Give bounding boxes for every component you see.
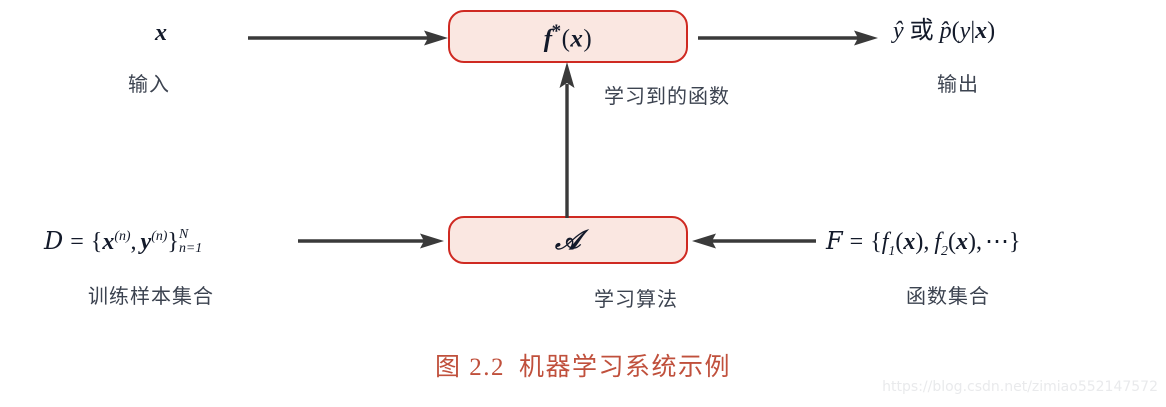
functionset-f1-subscript: 1: [888, 243, 896, 259]
dataset-sup-N: N: [178, 227, 189, 242]
glyph-star: *: [551, 20, 562, 42]
caption-number: 图 2.2: [434, 354, 505, 381]
functionset-f1-paren-close: ): [915, 229, 924, 255]
dataset-symbol-D: D: [44, 227, 64, 256]
arrow-algorithm-to-function: [559, 62, 575, 218]
node-learning-algorithm-box: 𝒜: [448, 216, 688, 264]
dataset-comma: ,: [130, 229, 137, 256]
input-symbol-x: x: [155, 20, 167, 46]
node-learned-function-box: f*(x): [448, 10, 688, 63]
term-functionset-symbol: F={f1(x),f2(x),⋯}: [826, 227, 1021, 258]
functionset-f1-arg: x: [903, 229, 916, 255]
dataset-symbol-y: y: [140, 229, 152, 256]
dataset-eq: =: [70, 229, 84, 256]
dataset-brace-close: }: [167, 229, 179, 256]
arrow-input-to-function: [248, 30, 448, 46]
dataset-x-superscript: (n): [114, 229, 131, 245]
glyph-x: x: [570, 25, 584, 53]
output-pipe: |: [970, 18, 976, 44]
label-output: 输出: [937, 72, 979, 96]
functionset-f1: f: [881, 229, 889, 255]
functionset-f2: f: [934, 229, 942, 255]
node-learning-algorithm-label: 𝒜: [554, 224, 582, 255]
arrow-function-to-output: [698, 30, 878, 46]
label-functionset: 函数集合: [906, 284, 990, 308]
glyph-args-open: (: [561, 25, 571, 53]
functionset-eq: =: [849, 229, 864, 255]
functionset-f1-paren-open: (: [895, 229, 904, 255]
functionset-brace-open: {: [870, 229, 882, 255]
output-symbol-x: x: [975, 18, 988, 44]
output-symbol-yhat: ŷ: [893, 18, 904, 44]
output-symbol-or: 或: [909, 18, 934, 44]
functionset-comma-1: ,: [923, 229, 930, 255]
output-paren-close: ): [987, 18, 996, 44]
functionset-f2-paren-open: (: [947, 229, 956, 255]
functionset-ellipsis: ⋯: [984, 229, 1009, 255]
dataset-sub-n1: n=1: [178, 241, 203, 257]
functionset-symbol-F: F: [826, 227, 843, 255]
label-learning-algorithm: 学习算法: [594, 287, 678, 311]
caption-title: 机器学习系统示例: [519, 352, 732, 381]
functionset-brace-close: }: [1008, 229, 1021, 255]
functionset-f2-subscript: 2: [941, 243, 948, 259]
watermark-text: https://blog.csdn.net/zimiao552147572: [882, 379, 1158, 395]
output-paren-open: (: [951, 18, 960, 44]
output-symbol-y: y: [959, 18, 971, 44]
term-input-symbol: x: [155, 20, 167, 46]
dataset-symbol-x: x: [102, 229, 115, 256]
node-learned-function-label: f*(x): [544, 22, 592, 51]
figure-caption: 图 2.2 机器学习系统示例: [0, 347, 1166, 383]
glyph-f: f: [543, 25, 553, 53]
dataset-brace-open: {: [90, 229, 103, 256]
label-learned-function: 学习到的函数: [604, 84, 730, 108]
label-input: 输入: [128, 72, 170, 96]
functionset-f2-arg: x: [955, 229, 968, 255]
dataset-y-superscript: (n): [151, 229, 168, 245]
arrow-functionset-to-algorithm: [692, 233, 816, 249]
label-dataset: 训练样本集合: [88, 284, 214, 308]
glyph-args-close: ): [583, 25, 593, 53]
arrow-dataset-to-algorithm: [298, 233, 444, 249]
functionset-f2-paren-close: ): [967, 229, 976, 255]
functionset-comma-2: ,: [975, 229, 982, 255]
output-symbol-phat: p̂: [939, 18, 952, 44]
